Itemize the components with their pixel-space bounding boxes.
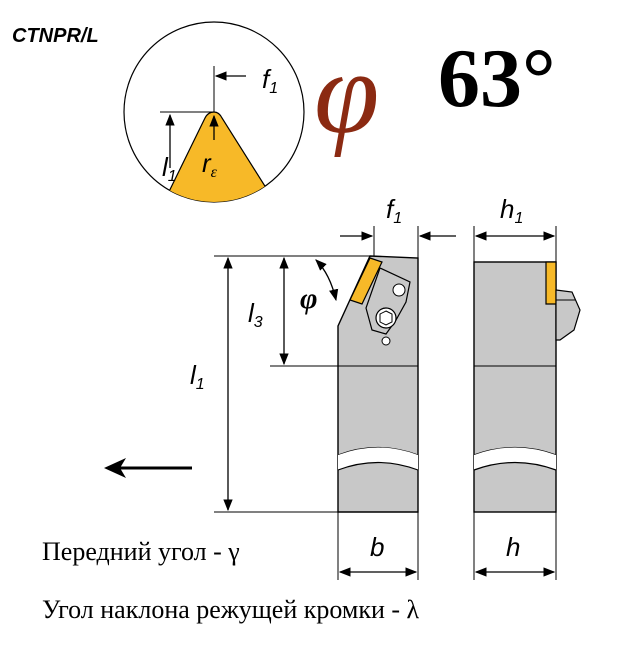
dim-f1	[340, 226, 456, 258]
dim-f1-label: f1	[386, 194, 402, 227]
dim-l1-label: l1	[190, 360, 205, 393]
caption-inclination-angle: Угол наклона режущей кромки - λ	[42, 595, 420, 624]
dim-h-label: h	[506, 532, 520, 562]
dim-phi	[315, 259, 339, 302]
detail-l1-label: l1	[162, 152, 177, 185]
dim-h	[473, 512, 557, 580]
angle-value: 63°	[438, 32, 556, 125]
dim-l3	[270, 256, 338, 367]
dim-b	[337, 512, 419, 580]
dim-b-label: b	[370, 532, 384, 562]
feed-direction-arrow	[104, 458, 192, 478]
caption-rake-angle: Передний угол - γ	[42, 537, 240, 566]
detail-r-label: rε	[202, 148, 218, 181]
dim-h1	[473, 226, 557, 262]
insert-tip-shape	[159, 111, 282, 202]
side-insert	[545, 261, 557, 305]
holder-side-view	[473, 261, 581, 513]
dim-l3-label: l3	[248, 298, 263, 331]
front-insert	[349, 257, 383, 305]
holder-front-view	[337, 255, 419, 513]
dim-h1-label: h1	[500, 194, 523, 227]
dim-phi-label: φ	[300, 282, 318, 315]
detail-f1-label: f1	[262, 64, 278, 97]
dim-l1	[214, 255, 370, 513]
insert-detail-circle	[123, 21, 305, 203]
angle-symbol: φ	[314, 27, 379, 158]
model-code: CTNPR/L	[12, 25, 99, 47]
